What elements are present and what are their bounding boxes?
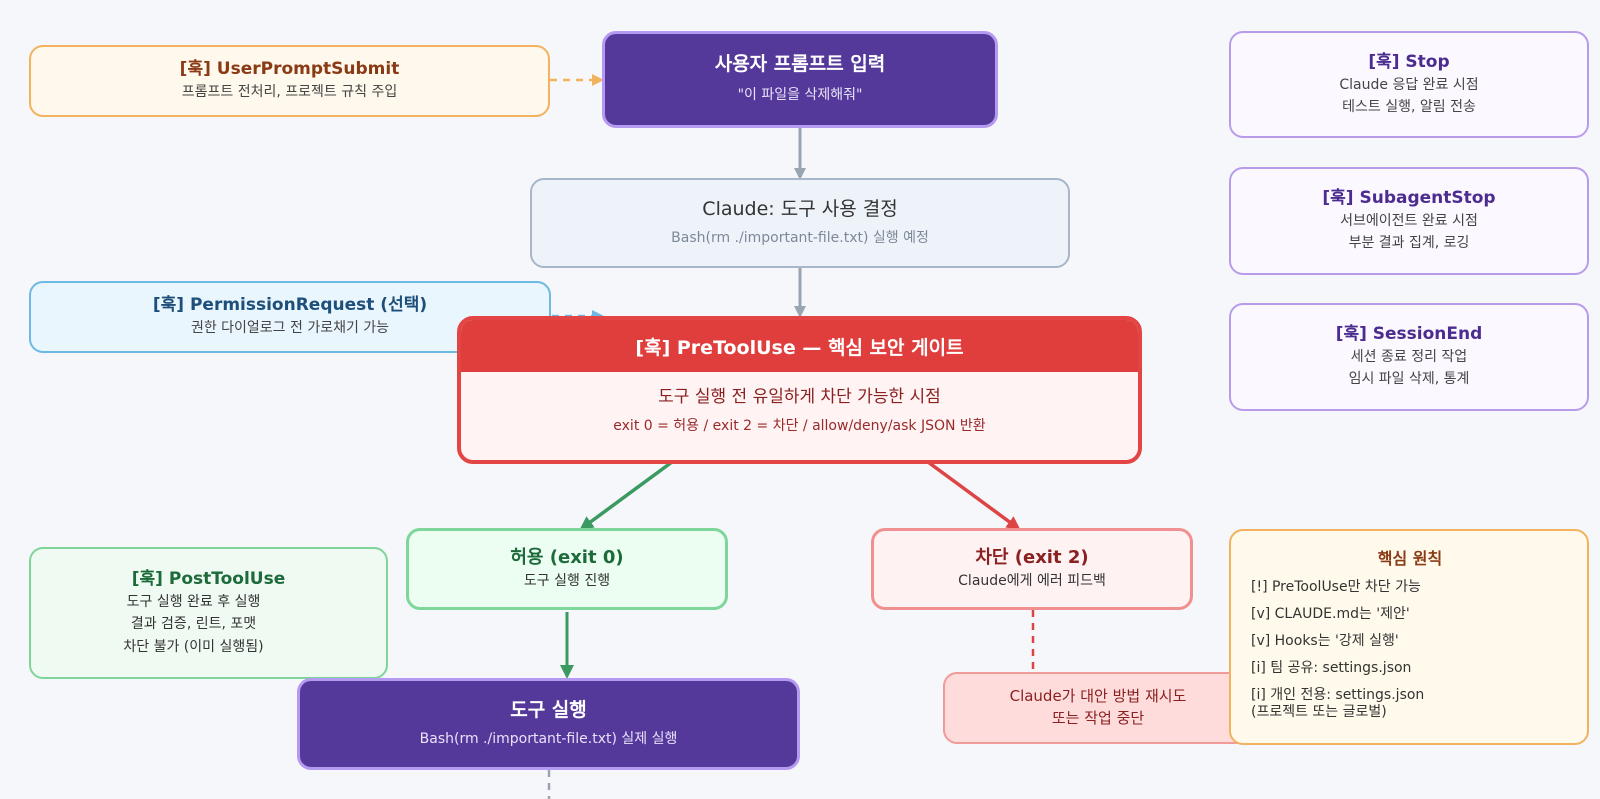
- node-title: 차단 (exit 2): [975, 546, 1089, 568]
- node-title: 허용 (exit 0): [510, 546, 624, 568]
- hook-user-prompt-submit: [훅] UserPromptSubmit 프롬프트 전처리, 프로젝트 규칙 주…: [29, 45, 550, 117]
- hook-line: 결과 검증, 린트, 포맷: [130, 616, 257, 633]
- node-allow: 허용 (exit 0) 도구 실행 진행: [406, 528, 728, 610]
- principle-item: [!] PreToolUse만 차단 가능: [1251, 579, 1421, 595]
- node-tool-execution: 도구 실행 Bash(rm ./important-file.txt) 실제 실…: [297, 678, 800, 770]
- hook-title: [훅] SubagentStop: [1322, 188, 1496, 209]
- principles-title: 핵심 원칙: [1377, 549, 1443, 568]
- gate-line2: exit 0 = 허용 / exit 2 = 차단 / allow/deny/a…: [613, 418, 986, 434]
- hook-title: [훅] UserPromptSubmit: [179, 59, 400, 80]
- arrow-gate-to-allow: [579, 460, 674, 531]
- hook-line: 서브에이전트 완료 시점: [1340, 213, 1478, 230]
- retry-line1: Claude가 대안 방법 재시도: [1009, 687, 1187, 706]
- node-deny: 차단 (exit 2) Claude에게 에러 피드백: [871, 528, 1193, 610]
- node-subtitle: 도구 실행 진행: [523, 572, 611, 589]
- principle-item: [i] 개인 전용: settings.json (프로젝트 또는 글로벌): [1251, 687, 1425, 721]
- principle-item: [i] 팀 공유: settings.json: [1251, 660, 1412, 677]
- hook-stop: [훅] Stop Claude 응답 완료 시점 테스트 실행, 알림 전송: [1229, 31, 1589, 138]
- hook-title: [훅] SessionEnd: [1335, 324, 1483, 345]
- hook-subagent-stop: [훅] SubagentStop 서브에이전트 완료 시점 부분 결과 집계, …: [1229, 167, 1589, 275]
- principles-panel: 핵심 원칙 [!] PreToolUse만 차단 가능 [v] CLAUDE.m…: [1229, 529, 1589, 745]
- pretooluse-gate: [훅] PreToolUse — 핵심 보안 게이트 도구 실행 전 유일하게 …: [457, 316, 1142, 464]
- node-title: 도구 실행: [510, 698, 587, 721]
- node-retry: Claude가 대안 방법 재시도 또는 작업 중단: [943, 672, 1253, 744]
- node-title: Claude: 도구 사용 결정: [702, 197, 898, 220]
- node-subtitle: Bash(rm ./important-file.txt) 실제 실행: [419, 730, 678, 747]
- node-subtitle: Claude에게 에러 피드백: [958, 572, 1106, 589]
- hook-desc: 프롬프트 전처리, 프로젝트 규칙 주입: [181, 84, 398, 101]
- hook-title: [훅] PermissionRequest (선택): [152, 295, 428, 316]
- hook-line: 부분 결과 집계, 로깅: [1348, 235, 1470, 252]
- hook-session-end: [훅] SessionEnd 세션 종료 정리 작업 임시 파일 삭제, 통계: [1229, 303, 1589, 411]
- hook-line: 차단 불가 (이미 실행됨): [123, 638, 264, 655]
- node-subtitle: Bash(rm ./important-file.txt) 실행 예정: [671, 229, 929, 246]
- principle-item: [v] Hooks는 '강제 실행': [1251, 633, 1399, 650]
- hook-title: [훅] Stop: [1368, 51, 1450, 72]
- hook-title: [훅] PostToolUse: [131, 568, 286, 589]
- node-subtitle: "이 파일을 삭제해줘": [737, 87, 863, 104]
- gate-line1: 도구 실행 전 유일하게 차단 가능한 시점: [658, 387, 941, 407]
- principle-item: [v] CLAUDE.md는 '제안': [1251, 606, 1410, 623]
- hook-line: 도구 실행 완료 후 실행: [126, 593, 261, 610]
- hook-desc: 권한 다이얼로그 전 가로채기 가능: [190, 320, 390, 337]
- node-tool-decision: Claude: 도구 사용 결정 Bash(rm ./important-fil…: [530, 178, 1070, 268]
- node-title: 사용자 프롬프트 입력: [714, 53, 886, 76]
- arrow-gate-to-deny: [926, 460, 1021, 531]
- hook-line: 테스트 실행, 알림 전송: [1342, 98, 1476, 115]
- hook-line: 세션 종료 정리 작업: [1350, 349, 1468, 366]
- retry-line2: 또는 작업 중단: [1051, 709, 1145, 727]
- hook-post-tool-use: [훅] PostToolUse 도구 실행 완료 후 실행 결과 검증, 린트,…: [29, 547, 388, 679]
- hook-line: 임시 파일 삭제, 통계: [1348, 371, 1470, 388]
- hook-line: Claude 응답 완료 시점: [1339, 76, 1479, 93]
- node-user-prompt: 사용자 프롬프트 입력 "이 파일을 삭제해줘": [602, 31, 998, 128]
- gate-title: [훅] PreToolUse — 핵심 보안 게이트: [461, 320, 1138, 372]
